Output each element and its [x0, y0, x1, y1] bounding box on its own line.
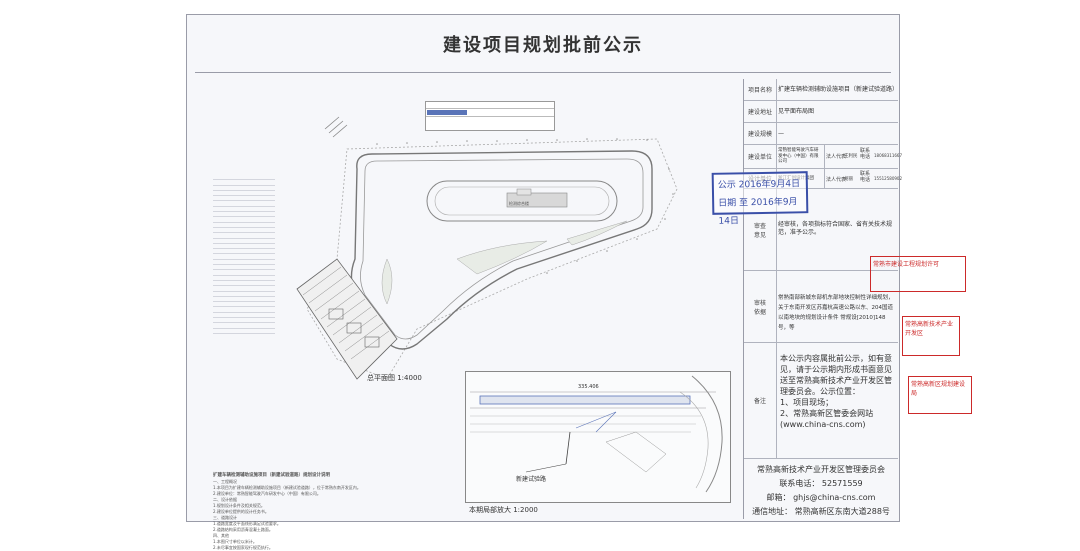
- designer-phone-value: 15512580902: [874, 176, 902, 181]
- project-value: 扩建车辆检测辅助设施项目（新建试验道路）: [778, 85, 899, 93]
- footer-org: 常熟高新技术产业开发区管理委员会: [757, 465, 885, 474]
- scale-label: 建设规模: [744, 123, 777, 144]
- remark-label: 备注: [754, 398, 767, 405]
- approval-notice-sheet: 建设项目规划批前公示: [186, 14, 902, 550]
- row-scale: 建设规模 —: [744, 123, 898, 145]
- location-value: 见平面布局图: [778, 107, 815, 115]
- plan-legend-table: [425, 101, 555, 131]
- overall-site-plan-drawing: 检测综合楼: [296, 116, 678, 380]
- designer-legal-label: 法人代表: [826, 177, 847, 183]
- notes-line: 2.建设单位提供的设计任务书。: [213, 509, 269, 514]
- notes-line: 1.道路宽度及平面线形满足试验要求。: [213, 521, 281, 526]
- row-location: 建设地址 见平面布局图: [744, 101, 898, 123]
- footer-phone: 联系电话： 52571559: [779, 479, 863, 488]
- row-remark: 备注 本公示内容属批前公示，如有意见，请于公示期内形成书面意见送至常熟高新技术产…: [744, 343, 898, 459]
- overall-plan-caption: 总平面图 1:4000: [367, 374, 422, 382]
- location-label: 建设地址: [744, 101, 777, 122]
- footer-address: 通信地址： 常熟高新区东南大道288号: [752, 507, 890, 516]
- basis-label: 审核依据: [754, 299, 767, 316]
- remark-text: 本公示内容属批前公示，如有意见，请于公示期内形成书面意见送至常熟高新技术产业开发…: [780, 354, 892, 396]
- phone-label: 联系电话: [860, 148, 871, 160]
- legal-value: 王利民: [844, 154, 858, 159]
- red-stamp-3: 常熟高新区规划建设局: [908, 376, 972, 414]
- scale-value: —: [778, 129, 784, 137]
- notes-line: 一、工程概况: [213, 479, 237, 484]
- unit-label: 建设单位: [744, 145, 777, 168]
- notes-line: 2.未尽事宜按国家现行规范执行。: [213, 545, 273, 550]
- red-stamp-1: 常熟市建设工程规划许可: [870, 256, 966, 292]
- legal-label: 法人代表: [826, 154, 847, 160]
- parking-lot-grid: [296, 258, 398, 380]
- dimension-label: 335.406: [578, 384, 599, 390]
- phone-value: 18068311667: [874, 153, 902, 158]
- opinion-label: 审查意见: [754, 222, 767, 239]
- row-opinion: 审查意见 经审核，各项指标符合国家、省有关技术规范，准予公示。: [744, 189, 898, 271]
- public-period-stamp: 公示 2016年9月4日 日期 至 2016年9月14日: [711, 171, 809, 227]
- opinion-text: 经审核，各项指标符合国家、省有关技术规范，准予公示。: [778, 221, 893, 236]
- footer-email: 邮箱： ghjs@china-cns.com: [766, 493, 876, 502]
- building-label: 检测综合楼: [509, 200, 529, 206]
- project-info-panel: 项目名称 扩建车辆检测辅助设施项目（新建试验道路） 建设地址 见平面布局图 建设…: [743, 79, 902, 519]
- red-stamp-2: 常熟高新技术产业开发区: [902, 316, 960, 356]
- notes-line: 2.建设单位：常熟智能驾驶汽车研发中心（中国）有限公司。: [213, 491, 321, 496]
- title-divider: [195, 72, 891, 73]
- unit-value: 常熟智能驾驶汽车研发中心（中国）有限公司: [778, 147, 819, 165]
- remark-item-1: 1、项目现场；: [780, 398, 834, 407]
- site-plan-area: 检测综合楼 总平面图 1:4000 扩建车辆检测辅助设施项目（新建试验道路）规划…: [197, 79, 737, 550]
- new-road-label: 新建试验路: [516, 476, 547, 483]
- designer-legal-value: 胡丽: [844, 177, 853, 182]
- designer-phone-label: 联系电话: [860, 171, 871, 183]
- coordinate-table: [213, 175, 275, 334]
- row-basis: 审核依据 常熟南部新城东部机东部地块控制性详细规划，关于东南开发区苏嘉杭高速公路…: [744, 271, 898, 343]
- project-label: 项目名称: [744, 79, 777, 100]
- remark-item-2: 2、常熟高新区管委会网站(www.china-cns.com): [780, 409, 874, 429]
- basis-text: 常熟南部新城东部机东部地块控制性详细规划，关于东南开发区苏嘉杭高速公路以东、20…: [778, 295, 894, 331]
- notes-line: 1.规划设计条件及相关规范。: [213, 503, 265, 508]
- remark-block: 本公示内容属批前公示，如有意见，请于公示期内形成书面意见送至常熟高新技术产业开发…: [780, 353, 894, 430]
- notes-line: 1.本项目为扩建车辆检测辅助设施项目（新建试验道路），位于常熟东南开发区内。: [213, 485, 361, 490]
- footer-block: 常熟高新技术产业开发区管理委员会 联系电话： 52571559 邮箱： ghjs…: [744, 459, 898, 519]
- local-plan-caption: 本期局部放大 1:2000: [469, 506, 538, 514]
- design-notes: 扩建车辆检测辅助设施项目（新建试验道路）规划设计说明 一、工程概况 1.本项目为…: [213, 473, 403, 551]
- row-unit: 建设单位 常熟智能驾驶汽车研发中心（中国）有限公司 法人代表 王利民 联系电话 …: [744, 145, 902, 169]
- row-project: 项目名称 扩建车辆检测辅助设施项目（新建试验道路）: [744, 79, 898, 101]
- north-arrow-icon: [324, 116, 348, 138]
- local-enlargement-frame: 335.406 新建试验路: [465, 371, 731, 503]
- notes-title: 扩建车辆检测辅助设施项目（新建试验道路）规划设计说明: [213, 473, 330, 478]
- notes-line: 三、道路设计: [213, 515, 237, 520]
- notes-line: 二、设计依据: [213, 497, 237, 502]
- local-enlargement-drawing: [470, 375, 723, 493]
- page-title: 建设项目规划批前公示: [443, 35, 643, 56]
